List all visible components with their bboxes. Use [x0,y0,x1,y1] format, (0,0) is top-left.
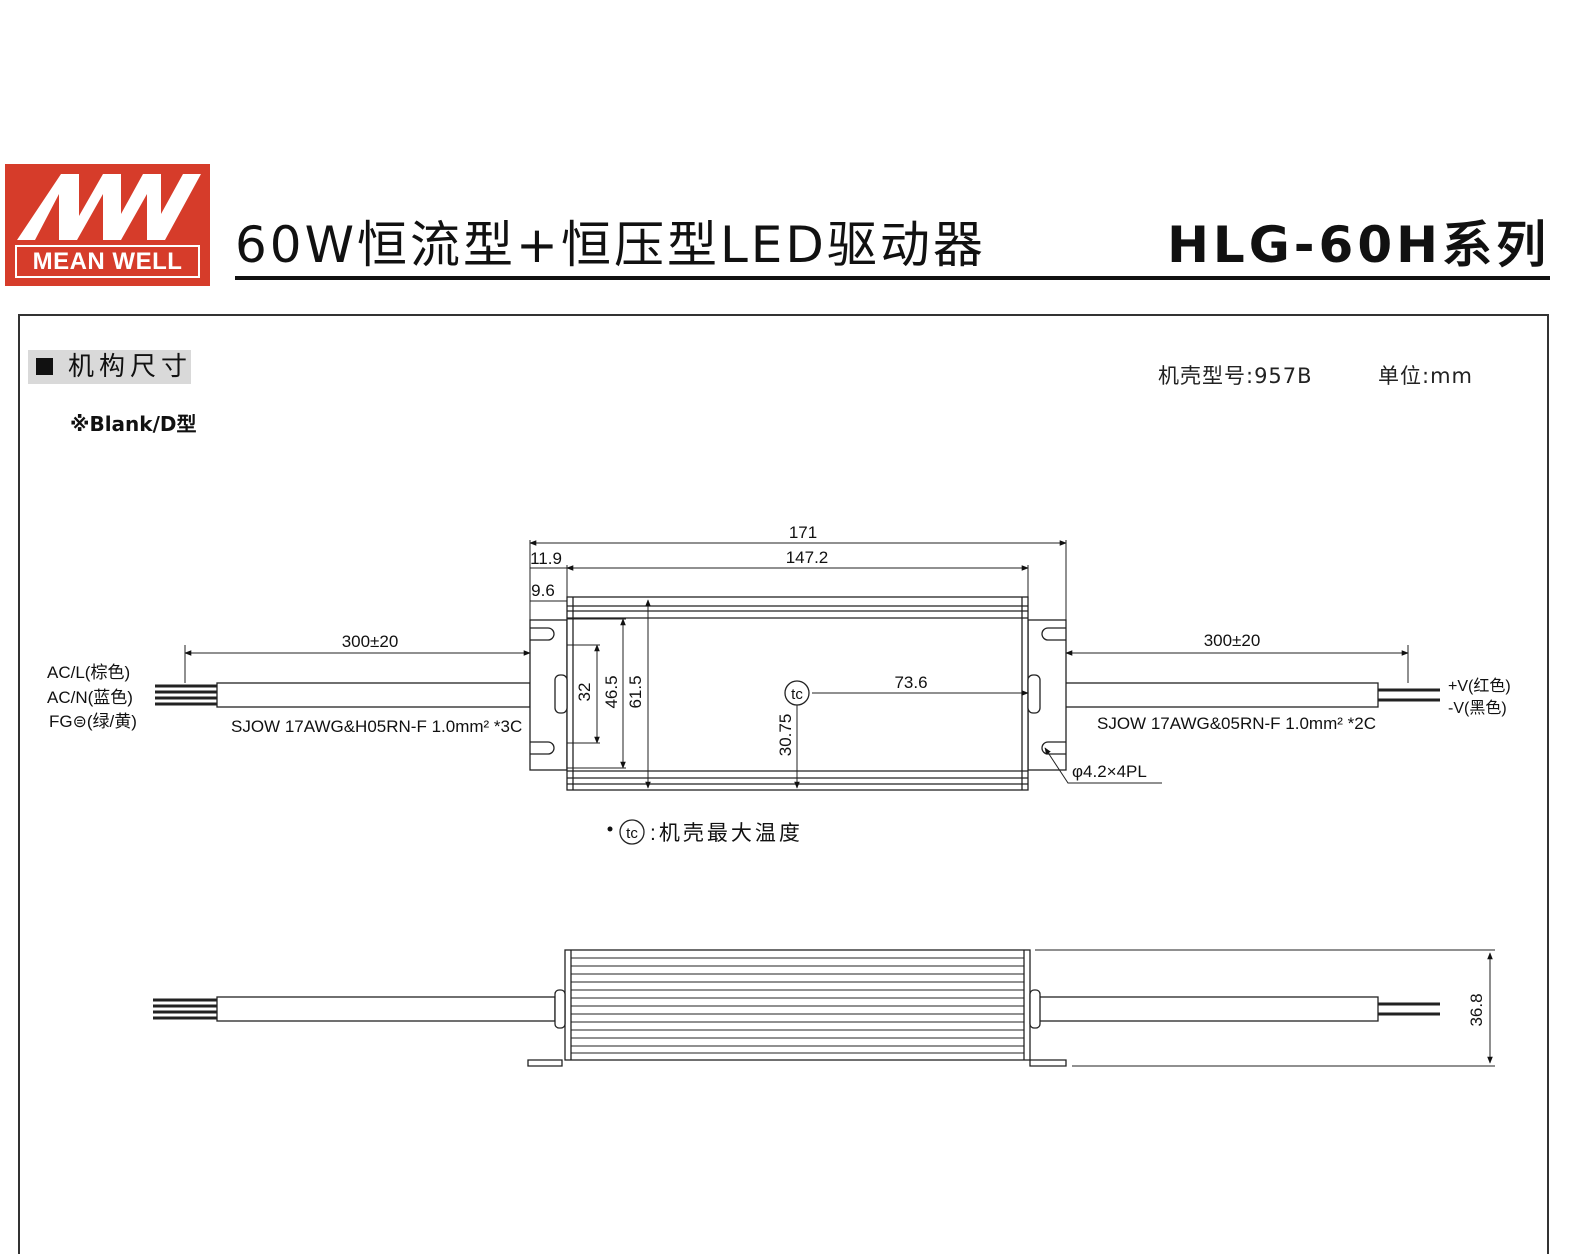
tc-symbol-label: tc [791,686,803,703]
mw-logo-icon [17,174,201,240]
side-view [153,949,1495,1067]
heatsink-fins [571,957,1024,1054]
case-model-label: 机壳型号:957B [1158,364,1313,388]
dim-width-46-5: 46.5 [602,675,621,708]
bullet-dot-icon [607,826,613,832]
dim-overall-length: 171 [789,523,817,542]
side-height-dimension [1035,949,1495,1067]
content-frame [18,314,1549,1254]
logo-text: MEAN WELL [15,245,200,278]
dim-tab-outer: 11.9 [530,549,562,568]
side-left-cable [153,996,556,1022]
dim-cable-right: 300±20 [1204,631,1261,650]
wire-label-acn: AC/N(蓝色) [47,688,133,707]
hole-leader [1044,747,1162,784]
left-cable-spec: SJOW 17AWG&H05RN-F 1.0mm² *3C [231,717,522,736]
series-title: HLG-60H系列 [1167,216,1550,274]
tc-legend-symbol: tc [626,825,638,842]
hole-spec: φ4.2×4PL [1072,762,1147,781]
variant-label: ※Blank/D型 [70,412,197,436]
dim-body-length: 147.2 [786,548,829,567]
right-cable-spec: SJOW 17AWG&05RN-F 1.0mm² *2C [1097,714,1376,733]
horizontal-dimensions [184,540,1409,696]
unit-label: 单位:mm [1378,364,1473,388]
wire-label-acl: AC/L(棕色) [47,663,130,682]
dim-width-32: 32 [575,683,594,702]
left-cable [155,682,531,708]
right-cable [1037,682,1440,708]
dim-cable-left: 300±20 [342,632,399,651]
dim-tab-inner: 9.6 [531,581,555,600]
page-title: 60W恒流型+恒压型LED驱动器 [235,216,986,274]
dim-tc-y: 30.75 [776,714,795,757]
header-rule [235,276,1550,280]
top-view [155,540,1440,791]
dim-width-61-5: 61.5 [626,675,645,708]
wire-label-vminus: -V(黑色) [1448,699,1507,717]
mean-well-logo: MEAN WELL [5,164,210,286]
dim-height: 36.8 [1467,993,1486,1026]
section-heading: 机构尺寸 [28,350,191,384]
tc-legend-icon [619,819,645,845]
dim-tc-x: 73.6 [894,673,927,692]
side-right-cable [1037,996,1440,1022]
square-bullet-icon [36,358,53,375]
section-heading-label: 机构尺寸 [68,352,193,382]
tc-marker [784,680,810,706]
side-housing [527,949,1067,1067]
vertical-dimensions [567,599,800,789]
tc-note: :机壳最大温度 [650,822,803,845]
wire-label-fg: FG⊜(绿/黄) [49,712,137,731]
wire-label-vplus: +V(红色) [1448,677,1511,695]
